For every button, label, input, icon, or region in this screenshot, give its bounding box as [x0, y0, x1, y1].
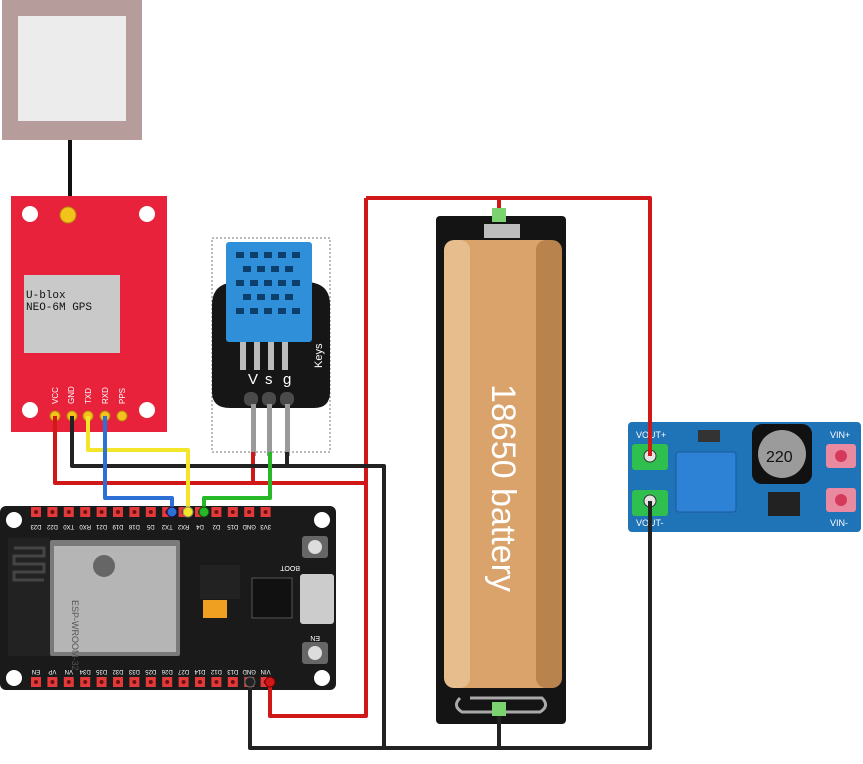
esp32-top-pin-label: D22: [46, 523, 58, 529]
esp32-top-pin-label: D15: [227, 523, 239, 529]
esp32-bottom-pin-hole: [181, 680, 186, 684]
dht-sensor: V s g Keys: [211, 237, 331, 456]
esp32-bottom-pin-hole: [214, 680, 219, 684]
esp32-en-label: EN: [310, 634, 320, 641]
esp32-top-pin-hole: [50, 510, 55, 514]
esp32-top-pin-hole: [83, 510, 88, 514]
esp32-bottom-pin-hole: [99, 680, 104, 684]
gps-pin-labels: VCC GND TXD RXD PPS: [51, 386, 127, 404]
dht-pin-v: V: [248, 371, 258, 388]
esp32-bottom-pin-label: VIN: [261, 668, 271, 674]
esp32-bottom-pin-label: D25: [145, 668, 157, 674]
esp32-bottom-pin-label: D34: [79, 668, 91, 674]
wire-black-gnd-main: [248, 501, 652, 750]
esp32-top-pin-hole: [116, 510, 120, 514]
esp32-module-name: ESP-WROOM-32: [70, 600, 80, 671]
esp32-bottom-pin-label: EN: [32, 668, 40, 674]
esp32-top-pin-label: D23: [30, 523, 42, 529]
esp32-boot-label: BOOT: [279, 564, 300, 571]
esp32-top-pin-hole: [230, 510, 235, 514]
gps-pin-vcc: VCC: [51, 387, 60, 404]
esp32-bottom-pin-label: D26: [161, 668, 173, 674]
dht-keys-label: Keys: [313, 343, 325, 368]
esp32-bottom-pin-hole: [148, 680, 153, 684]
esp32-bottom-pin-label: D14: [194, 668, 206, 674]
esp32-top-pin-hole: [263, 510, 268, 514]
wire-red-vin: [268, 198, 368, 718]
esp32-top-pin-hole: [148, 510, 153, 514]
gps-label-line2: NEO-6M GPS: [26, 302, 92, 314]
gps-label-line1: U-blox: [26, 290, 66, 302]
boost-converter: 220 VOUT+ VOUT- VIN+ VIN-: [628, 422, 861, 532]
inductor-label: 220: [766, 449, 793, 466]
dht-pin-s: s: [265, 371, 273, 388]
esp32-bottom-pin-label: D12: [210, 668, 222, 674]
vin-plus-label: VIN+: [830, 430, 850, 440]
esp32-bottom-pin-label: D35: [95, 668, 107, 674]
esp32-top-pin-label: D21: [95, 523, 107, 529]
esp32-top-pin-label: TX2: [161, 523, 173, 529]
wire-yellow-gps-txd: [86, 416, 190, 512]
esp32-bottom-pin-hole: [198, 680, 202, 684]
esp32-top-pin-hole: [66, 510, 71, 514]
esp32-top-pin-label: D5: [146, 523, 154, 529]
dht-pin-g: g: [283, 371, 291, 388]
wire-black-gps-gnd: [70, 416, 386, 748]
gps-antenna: [2, 0, 142, 214]
battery-label: 18650 battery: [484, 384, 522, 592]
esp32-top-pin-label: RX0: [79, 523, 91, 529]
esp32-top-pin-label: D2: [212, 523, 220, 529]
esp32-top-pin-label: 3V3: [260, 523, 271, 529]
wire-green-dht-s: [202, 452, 272, 512]
esp32-bottom-pin-label: D27: [177, 668, 189, 674]
wires: [53, 196, 652, 750]
esp32-top-pin-hole: [99, 510, 104, 514]
esp32-bottom-pin-hole: [132, 680, 137, 684]
wire-blue-gps-rxd: [103, 416, 174, 512]
esp32-top-pin-label: D18: [128, 523, 140, 529]
esp32-bottom-pin-hole: [230, 680, 235, 684]
esp32-top-pin-label: TX0: [63, 523, 75, 529]
wire-endpoints: [166, 208, 506, 716]
esp32-bottom-pin-label: VN: [65, 668, 73, 674]
vin-minus-label: VIN-: [830, 518, 848, 528]
esp32-bottom-pin-hole: [34, 680, 38, 684]
gps-pin-pps: PPS: [118, 388, 127, 404]
esp32-top-pin-hole: [132, 510, 137, 514]
esp32-bottom-pin-hole: [165, 680, 170, 684]
esp32-bottom-pin-label: D33: [128, 668, 140, 674]
esp32-bottom-pin-hole: [116, 680, 120, 684]
wire-red-battery-plus: [497, 196, 652, 456]
gps-pin-rxd: RXD: [101, 387, 110, 404]
gps-pin-txd: TXD: [84, 388, 93, 404]
battery-holder: 18650 battery: [436, 216, 566, 724]
esp32-bottom-pin-label: D32: [112, 668, 124, 674]
esp32-bottom-pin-label: GND: [242, 668, 256, 674]
wire-red-gps-vcc: [53, 416, 366, 485]
esp32-bottom-pin-hole: [83, 680, 88, 684]
esp32-top-pin-hole: [247, 510, 252, 514]
esp32-top-pin-label: D4: [196, 523, 204, 529]
esp32-bottom-pin-label: VP: [48, 668, 56, 674]
gps-module: U-blox NEO-6M GPS VCC GND TXD RXD PPS: [11, 196, 167, 432]
esp32-bottom-pin-label: D13: [227, 668, 239, 674]
esp32-bottom-pin-hole: [66, 680, 71, 684]
esp32-top-pin-label: GND: [242, 523, 256, 529]
esp32-top-pin-hole: [34, 510, 38, 514]
esp32-top-pin-label: D19: [112, 523, 124, 529]
esp32-top-pin-label: RX2: [177, 523, 189, 529]
esp32-top-pin-hole: [214, 510, 219, 514]
gps-pin-gnd: GND: [67, 386, 76, 404]
esp32-bottom-pin-hole: [50, 680, 55, 684]
